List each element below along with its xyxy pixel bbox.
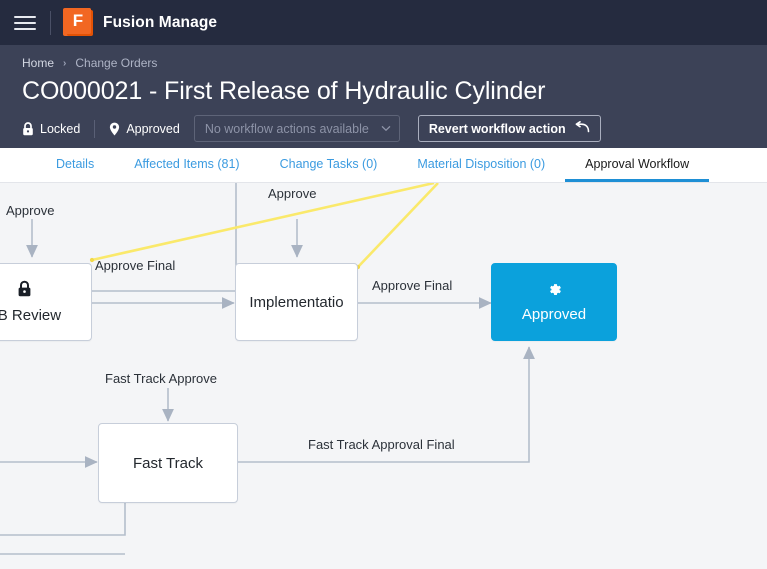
workflow-node-label: Fast Track [132, 454, 203, 472]
revert-workflow-action-button[interactable]: Revert workflow action [417, 115, 601, 142]
workflow-node-label: Approved [521, 305, 587, 323]
workflow-node-ccb-review[interactable]: CB Review [0, 263, 92, 341]
edge-label-approve-left: Approve [6, 203, 55, 218]
workflow-status: Approved [109, 122, 180, 136]
workflow-node-implementation[interactable]: Implementatio [235, 263, 358, 341]
edge-label-approve-final-right: Approve Final [372, 278, 453, 293]
locked-status: Locked [22, 122, 80, 136]
header-actions: Locked Approved No workflow actions avai… [0, 106, 767, 142]
workflow-status-label: Approved [126, 121, 180, 136]
workflow-node-fast-track[interactable]: Fast Track [98, 423, 238, 503]
brand-name: Fusion Manage [103, 13, 218, 31]
tab-change-tasks[interactable]: Change Tasks (0) [279, 156, 378, 171]
edge-label-fast-track-approval-final: Fast Track Approval Final [308, 437, 455, 452]
workflow-node-label: Implementatio [249, 293, 344, 311]
gear-icon [547, 282, 562, 301]
workflow-actions-value: No workflow actions available [204, 121, 369, 136]
revert-button-label: Revert workflow action [428, 121, 566, 136]
edge-highlight-right [357, 183, 439, 268]
edge-fast-track-approval-final [238, 346, 535, 463]
breadcrumb: Home › Change Orders [0, 53, 767, 70]
hamburger-bar [14, 15, 36, 18]
edge-label-approve-final-left: Approve Final [95, 258, 176, 273]
page-title: CO000021 - First Release of Hydraulic Cy… [22, 77, 546, 105]
edge-fast-track-bottom-loop [0, 503, 126, 536]
tab-bar: Details Affected Items (81) Change Tasks… [0, 148, 767, 183]
workflow-node-approved[interactable]: Approved [491, 263, 617, 341]
logo-letter: F [65, 7, 91, 34]
tab-material-disposition[interactable]: Material Disposition (0) [417, 156, 546, 171]
edge-label-approve-top: Approve [268, 186, 317, 201]
hamburger-icon[interactable] [12, 10, 38, 36]
workflow-node-label: CB Review [0, 307, 62, 324]
workflow-edges [0, 183, 535, 555]
chevron-down-icon [381, 124, 391, 134]
hamburger-bar [14, 21, 36, 24]
locked-label: Locked [40, 121, 81, 136]
chevron-right-icon: › [63, 57, 67, 69]
breadcrumb-home[interactable]: Home [22, 56, 55, 70]
tab-affected-items[interactable]: Affected Items (81) [134, 156, 240, 171]
tab-details[interactable]: Details [56, 156, 95, 171]
approval-workflow-canvas[interactable]: Approve Approve Final Approve Approve Fi… [0, 183, 767, 569]
breadcrumb-change-orders[interactable]: Change Orders [75, 56, 158, 70]
topbar-divider [50, 10, 51, 35]
lock-icon [22, 121, 34, 136]
app-topbar: F Fusion Manage [0, 0, 767, 45]
edge-highlight-left [91, 183, 435, 262]
hamburger-bar [14, 27, 36, 30]
page-header: Home › Change Orders CO000021 - First Re… [0, 45, 767, 148]
workflow-actions-select[interactable]: No workflow actions available [193, 115, 400, 142]
undo-arrow-icon [575, 121, 590, 136]
fusion-logo-icon[interactable]: F [63, 7, 93, 38]
edge-highlight-anchor-left [89, 257, 95, 263]
actions-divider [94, 119, 96, 138]
location-pin-icon [109, 122, 120, 136]
lock-icon [17, 280, 32, 301]
tab-approval-workflow[interactable]: Approval Workflow [565, 148, 710, 182]
edge-label-fast-track-approve: Fast Track Approve [105, 371, 217, 386]
